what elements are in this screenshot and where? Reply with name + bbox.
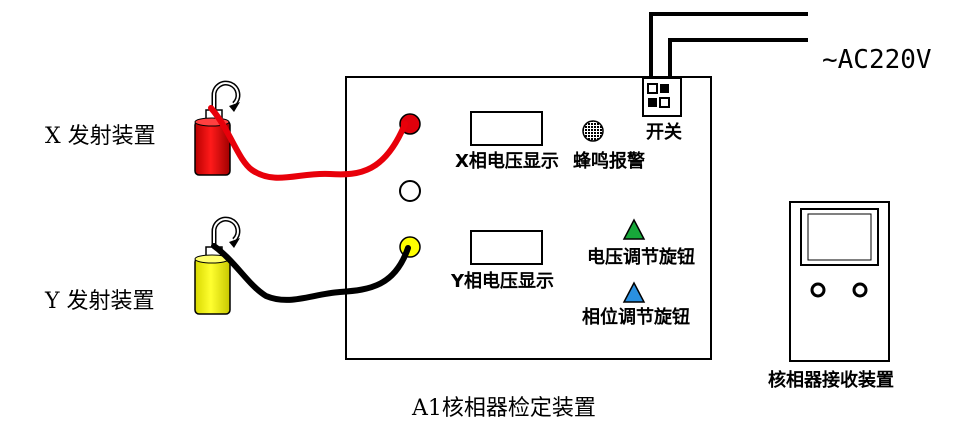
phase-knob-icon[interactable] [622, 281, 646, 303]
power-lines [649, 12, 808, 88]
y-transmitter [194, 216, 241, 315]
y-cable [211, 243, 411, 303]
receiver-label: 核相器接收装置 [768, 369, 894, 391]
x-transmitter [194, 80, 241, 176]
y-transmitter-label: Y 发射装置 [44, 289, 155, 314]
power-switch-label: 开关 [646, 121, 682, 143]
x-voltage-display-label: X相电压显示 [455, 150, 559, 172]
x-voltage-display [470, 111, 543, 146]
x-transmitter-label: X 发射装置 [45, 124, 156, 149]
buzzer-label: 蜂鸣报警 [573, 150, 645, 172]
panel-caption: A1核相器检定装置 [411, 396, 596, 421]
buzzer-icon [582, 120, 604, 142]
ac-power-label: ~AC220V [822, 45, 932, 75]
receiver-device [789, 201, 890, 362]
neutral-terminal[interactable] [399, 180, 421, 202]
y-voltage-display-label: Y相电压显示 [450, 270, 554, 292]
voltage-knob-icon[interactable] [622, 218, 646, 240]
phase-knob-label: 相位调节旋钮 [582, 306, 690, 328]
voltage-knob-label: 电压调节旋钮 [587, 246, 695, 268]
power-switch[interactable] [642, 77, 682, 117]
x-cable [208, 105, 408, 181]
y-voltage-display [470, 230, 543, 265]
